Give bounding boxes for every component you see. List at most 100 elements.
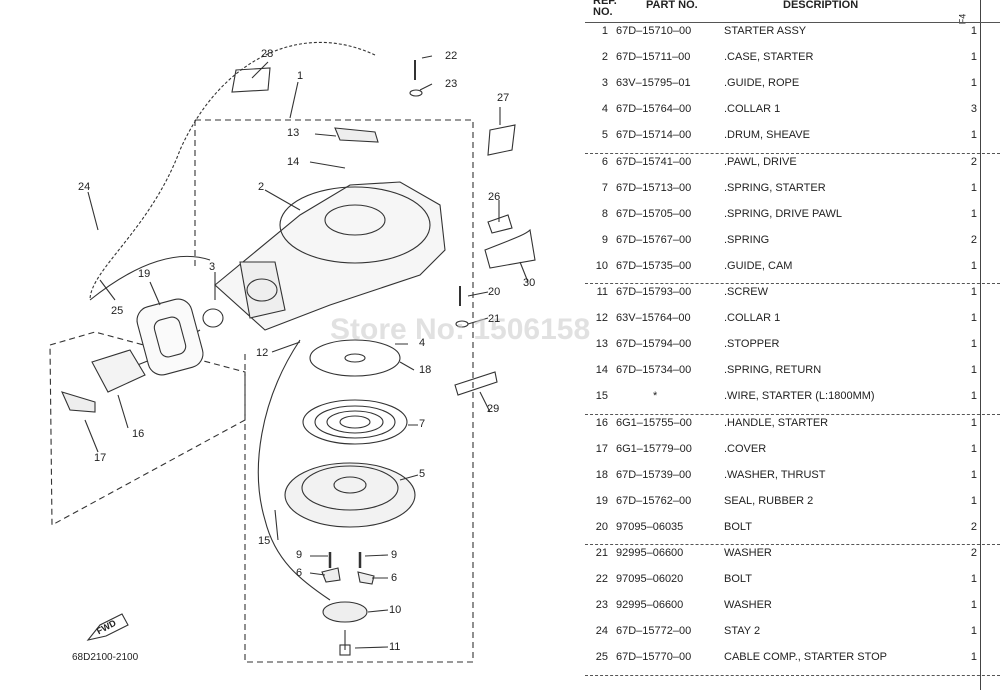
ref-cell: 7 [601, 181, 608, 194]
header-divider [585, 22, 1000, 23]
part-label-10: 10 [389, 604, 402, 616]
qty-cell: 1 [970, 25, 977, 37]
part-no-cell: 97095–06035 [616, 520, 684, 533]
description-cell: SEAL, RUBBER 2 [724, 494, 814, 507]
ref-cell: 4 [601, 103, 608, 116]
part-no-cell: * [653, 390, 658, 403]
qty-cell: 1 [970, 259, 977, 272]
description-cell: .COVER [724, 442, 767, 455]
part-label-4: 4 [419, 337, 426, 349]
ref-cell: 18 [595, 468, 608, 481]
exploded-parts-diagram: Store No: 1506158 FWD 68D2100-2100 1 2 3… [49, 41, 590, 663]
group-divider [585, 674, 1000, 676]
ref-cell: 10 [595, 259, 608, 272]
header-ref-no: REF. NO. [593, 0, 617, 18]
qty-cell: 1 [970, 312, 977, 325]
part-no-cell: 67D–15793–00 [616, 286, 692, 298]
ref-cell: 8 [601, 207, 608, 220]
ref-cell: 9 [601, 233, 608, 246]
diagram-drawing [49, 41, 536, 663]
part-no-cell: 63V–15795–01 [616, 77, 691, 90]
ref-cell: 12 [595, 312, 608, 325]
part-no-cell: 67D–15770–00 [616, 651, 692, 664]
qty-cell: 1 [970, 416, 977, 429]
group-divider [585, 152, 1000, 154]
ref-cell: 3 [601, 77, 608, 90]
ref-cell: 6 [601, 155, 608, 168]
part-no-cell: 67D–15767–00 [616, 233, 692, 246]
description-cell: .WASHER, THRUST [724, 468, 826, 481]
part-label-1: 1 [297, 70, 304, 82]
table-row: 15*.WIRE, STARTER (L:1800MM)1 [585, 383, 1000, 409]
part-no-cell: 6G1–15755–00 [616, 416, 692, 429]
ref-cell: 11 [596, 286, 608, 298]
part-label-6b: 6 [391, 572, 398, 584]
part-label-9a: 9 [296, 549, 303, 561]
header-description: DESCRIPTION [783, 0, 859, 11]
description-cell: .COLLAR 1 [724, 103, 781, 116]
qty-cell: 2 [970, 233, 977, 246]
part-label-13: 13 [287, 127, 300, 139]
part-no-cell: 67D–15764–00 [616, 103, 692, 116]
description-cell: .SPRING [724, 233, 770, 246]
qty-cell: 1 [970, 442, 977, 455]
description-cell: .COLLAR 1 [724, 312, 781, 325]
table-row: 9 67D–15767–00 .SPRING 2 [585, 227, 1000, 253]
part-no-cell: 92995–06600 [616, 599, 684, 612]
ref-cell: 5 [601, 129, 608, 142]
part-label-30: 30 [523, 277, 536, 289]
part-label-15: 15 [258, 535, 271, 547]
qty-cell: 1 [970, 651, 977, 664]
qty-cell: 1 [970, 51, 977, 64]
part-label-6a: 6 [296, 567, 303, 579]
qty-cell: 1 [970, 364, 977, 377]
qty-cell: 1 [970, 390, 977, 403]
part-no-cell: 67D–15711–00 [616, 51, 691, 64]
qty-cell: 1 [970, 468, 977, 481]
ref-cell: 16 [595, 416, 608, 429]
description-cell: .SPRING, STARTER [724, 181, 826, 194]
part-no-cell: 6G1–15779–00 [616, 442, 692, 455]
ref-cell: 19 [595, 494, 608, 507]
ref-cell: 21 [595, 547, 608, 559]
qty-cell: 3 [970, 103, 977, 116]
description-cell: .DRUM, SHEAVE [724, 129, 810, 142]
ref-cell: 25 [595, 651, 608, 664]
ref-cell: 15 [595, 390, 608, 403]
part-label-14: 14 [287, 156, 300, 168]
part-label-2: 2 [258, 181, 265, 193]
part-label-3: 3 [209, 261, 216, 273]
group-divider [585, 283, 1000, 284]
part-label-16: 16 [132, 428, 145, 440]
description-cell: BOLT [724, 573, 752, 586]
description-cell: BOLT [724, 520, 752, 533]
ref-cell: 1 [601, 25, 608, 37]
part-label-26: 26 [488, 191, 501, 203]
description-cell: STARTER ASSY [724, 25, 807, 37]
part-label-28: 28 [261, 48, 274, 60]
description-cell: .STOPPER [724, 338, 780, 351]
part-no-cell: 92995–06600 [616, 547, 684, 559]
table-row: 18 67D–15739–00 .WASHER, THRUST 1 [585, 462, 1000, 488]
part-no-cell: 67D–15713–00 [616, 181, 692, 194]
part-label-29: 29 [487, 403, 500, 415]
qty-cell: 1 [970, 207, 977, 220]
description-cell: .GUIDE, CAM [724, 259, 793, 272]
part-no-cell: 67D–15739–00 [616, 468, 692, 481]
part-no-cell: 67D–15762–00 [616, 494, 692, 507]
qty-cell: 1 [970, 77, 977, 90]
part-no-cell: 67D–15734–00 [616, 364, 692, 377]
